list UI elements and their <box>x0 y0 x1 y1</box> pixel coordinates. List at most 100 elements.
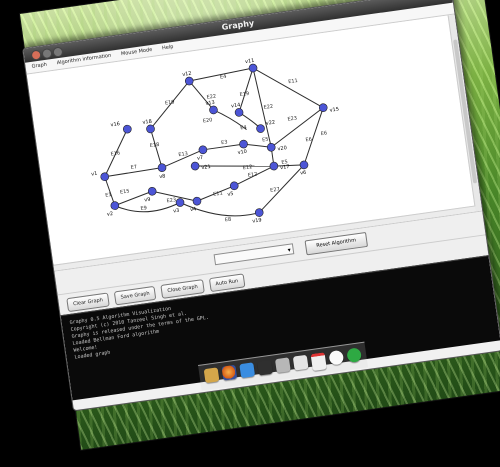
graph-node-v15[interactable]: v15 <box>318 102 340 116</box>
edge-label: E19 <box>165 99 175 106</box>
edge-label: E27 <box>270 187 280 194</box>
node-label: v19 <box>252 217 262 224</box>
edge-label: E5 <box>262 137 269 144</box>
edge-label: E15 <box>120 188 130 195</box>
edge-line[interactable] <box>273 162 305 169</box>
graph-node-v9[interactable]: v9 <box>143 186 158 204</box>
edge-label: E4 <box>240 125 247 132</box>
edge-line[interactable] <box>267 107 328 148</box>
edge-line[interactable] <box>195 155 274 177</box>
edge-labels-layer: E7 E16 E1 E15 E9 E23 E11 E13 E18 E19 E22… <box>105 74 328 224</box>
edge-line[interactable] <box>104 167 163 178</box>
edge-label: E1 <box>105 192 112 199</box>
edge-line[interactable] <box>252 67 272 148</box>
graph-node-v13[interactable]: v13 <box>205 99 218 115</box>
edge-label: E22 <box>206 93 216 100</box>
edge-line[interactable] <box>233 67 259 113</box>
edge-line[interactable] <box>196 185 236 202</box>
edge-line[interactable] <box>114 190 154 207</box>
edge-line[interactable] <box>189 67 254 82</box>
graph-node-v17[interactable]: v17 <box>269 160 290 173</box>
node-label: v20 <box>277 145 287 152</box>
edge-label: E4 <box>220 74 227 81</box>
menu-graph[interactable]: Graph <box>31 61 48 70</box>
graph-node-v6[interactable]: v6 <box>299 160 310 176</box>
edge-line[interactable] <box>254 164 310 213</box>
edge-label: E11 <box>288 78 298 85</box>
node-label: v21 <box>201 164 211 171</box>
node-label: v4 <box>190 206 197 213</box>
node-label: v8 <box>159 173 166 180</box>
graph-node-v19[interactable]: v19 <box>251 208 265 225</box>
node-label: v5 <box>227 191 234 198</box>
graph-node-v21[interactable]: v21 <box>190 160 212 173</box>
menu-help[interactable]: Help <box>161 43 174 52</box>
edge-line[interactable] <box>188 78 214 112</box>
app-icon[interactable] <box>257 359 273 376</box>
edge-line[interactable] <box>296 107 330 166</box>
graph-node-v22[interactable]: v22 <box>256 120 277 134</box>
terminal-icon[interactable] <box>346 347 363 364</box>
trash-icon[interactable] <box>274 357 291 374</box>
graph-node-v8[interactable]: v8 <box>157 163 168 180</box>
graph-node-v10[interactable]: v10 <box>236 139 249 156</box>
edge-line[interactable] <box>114 197 181 217</box>
minimize-window-icon[interactable] <box>41 47 53 60</box>
graph-node-v3[interactable]: v3 <box>172 198 186 215</box>
mail-icon[interactable] <box>292 354 309 371</box>
edge-line[interactable] <box>145 80 195 130</box>
graph-node-v2[interactable]: v2 <box>105 201 120 218</box>
calendar-icon[interactable] <box>310 352 327 372</box>
maximize-window-icon[interactable] <box>52 46 64 58</box>
edges-layer <box>99 59 330 224</box>
node-label: v14 <box>231 102 241 109</box>
edge-label: E6 <box>305 137 312 144</box>
edge-line[interactable] <box>252 59 324 116</box>
edge-label: E12 <box>242 164 252 171</box>
edge-line[interactable] <box>232 165 276 187</box>
node-label: v13 <box>205 100 215 107</box>
graph-node-v11[interactable]: v11 <box>245 58 258 73</box>
folder-icon[interactable] <box>203 367 220 384</box>
edge-line[interactable] <box>202 143 244 151</box>
edge-label: E3 <box>221 139 228 146</box>
graph-node-v1[interactable]: v1 <box>91 169 110 182</box>
graph-node-v4[interactable]: v4 <box>189 196 203 214</box>
edge-label: E19 <box>239 91 249 98</box>
edge-line[interactable] <box>160 149 204 169</box>
close-window-icon[interactable] <box>30 49 42 61</box>
graph-node-v18[interactable]: v18 <box>142 118 155 134</box>
edge-label: E12 <box>248 171 258 178</box>
node-label: v18 <box>142 119 152 126</box>
firefox-icon[interactable] <box>221 364 238 381</box>
edge-label: E22 <box>263 104 273 111</box>
edge-label: E9 <box>140 205 147 212</box>
edge-line[interactable] <box>99 128 134 177</box>
graph-node-v20[interactable]: v20 <box>266 141 288 154</box>
edge-line[interactable] <box>104 176 116 207</box>
graph-node-v16[interactable]: v16 <box>110 120 132 136</box>
node-label: v9 <box>144 197 151 204</box>
graph-node-v12[interactable]: v12 <box>182 71 194 86</box>
edge-line[interactable] <box>179 192 260 224</box>
graph-svg[interactable]: E7 E16 E1 E15 E9 E23 E11 E13 E18 E19 E22… <box>27 14 482 270</box>
node-label: v3 <box>173 208 180 215</box>
node-label: v17 <box>280 164 290 171</box>
algorithm-select[interactable] <box>213 243 295 266</box>
edge-label: E13 <box>178 151 188 158</box>
clock-icon[interactable] <box>328 349 345 366</box>
node-label: v7 <box>197 155 204 162</box>
reset-algorithm-button[interactable]: Reset Algorithm <box>304 231 369 256</box>
node-label: v1 <box>91 171 98 178</box>
edge-line[interactable] <box>150 128 163 168</box>
graph-canvas[interactable]: E7 E16 E1 E15 E9 E23 E11 E13 E18 E19 E22… <box>26 14 483 272</box>
graph-node-v5[interactable]: v5 <box>226 181 240 198</box>
safari-icon[interactable] <box>239 362 256 379</box>
graph-node-v7[interactable]: v7 <box>195 145 208 162</box>
graph-node-v14[interactable]: v14 <box>231 102 244 117</box>
node-label: v11 <box>245 58 255 65</box>
edge-line[interactable] <box>152 185 198 207</box>
edge-line[interactable] <box>243 140 272 151</box>
edge-label: E7 <box>130 164 137 171</box>
